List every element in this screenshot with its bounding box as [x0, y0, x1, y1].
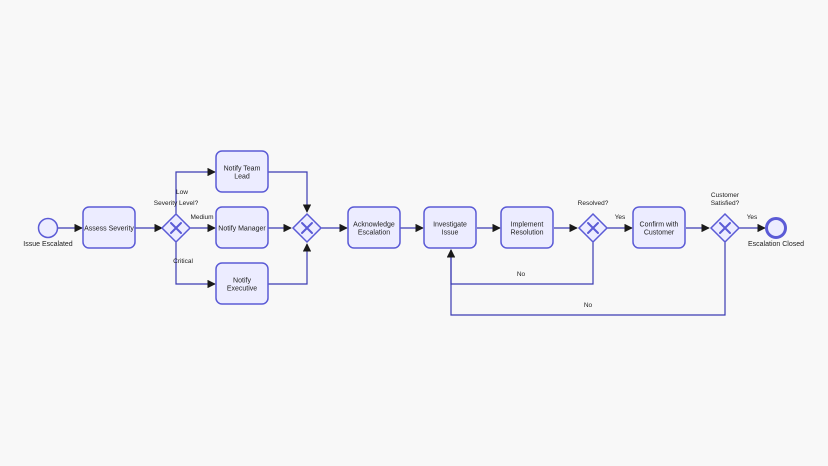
x-icon	[170, 222, 182, 234]
label-line: Assess Severity	[84, 226, 134, 233]
edge-labels: Low Medium Critical Yes No Yes No	[173, 189, 758, 309]
label-line: Escalation	[358, 230, 390, 237]
edge-severity-to-lead	[175, 167, 216, 214]
start-event: Issue Escalated	[23, 217, 73, 248]
label-line: Issue	[442, 230, 459, 237]
label-line: Resolved?	[578, 200, 609, 207]
edge-label-satisfied-no: No	[584, 302, 593, 309]
start-event-label: Issue Escalated	[23, 241, 73, 248]
label-line: Acknowledge	[353, 222, 395, 229]
task-label: Assess Severity	[84, 226, 134, 233]
edge-satisfied-no	[446, 242, 726, 316]
edge-exec-to-merge	[268, 243, 312, 285]
gateway-resolved: Resolved?	[578, 200, 609, 244]
edge-label-low: Low	[176, 189, 188, 196]
edge-label-resolved-no: No	[517, 271, 526, 278]
label-line: Notify	[233, 278, 251, 285]
gateway-label: Resolved?	[578, 200, 609, 207]
edge-label-satisfied-yes: Yes	[747, 214, 758, 221]
label-line: Confirm with	[640, 222, 679, 229]
task-notify-manager: Notify Manager	[215, 206, 269, 249]
label-line: Notify Team	[224, 166, 261, 173]
end-event: Escalation Closed	[748, 217, 804, 248]
label-line: Severity Level?	[154, 200, 199, 207]
edge-label-medium: Medium	[190, 214, 213, 221]
label-line: Customer	[711, 192, 740, 199]
edge-label-critical: Critical	[173, 258, 193, 265]
x-icon	[719, 222, 731, 234]
gateway-label: Severity Level?	[154, 200, 199, 207]
end-event-circle	[765, 217, 787, 239]
edge-severity-to-exec	[175, 242, 216, 289]
task-assess-severity: Assess Severity	[82, 206, 136, 249]
end-event-label: Escalation Closed	[748, 241, 804, 248]
label-line: Investigate	[433, 222, 467, 229]
label-line: Implement	[511, 222, 544, 229]
label-line: Notify Manager	[218, 226, 266, 233]
label-line: Resolution	[510, 230, 543, 237]
edges	[58, 167, 766, 316]
edge-label-resolved-yes: Yes	[615, 214, 626, 221]
task-label: Notify Manager	[218, 226, 266, 233]
label-line: Lead	[234, 174, 250, 181]
x-icon	[587, 222, 599, 234]
x-icon	[301, 222, 313, 234]
gateway-severity-level: Severity Level?	[154, 200, 199, 244]
gateway-merge	[291, 212, 323, 244]
start-event-circle	[37, 217, 59, 239]
label-line: Executive	[227, 286, 257, 293]
label-line: Customer	[644, 230, 675, 237]
label-line: Satisfied?	[711, 200, 740, 207]
edge-lead-to-merge	[268, 171, 312, 213]
